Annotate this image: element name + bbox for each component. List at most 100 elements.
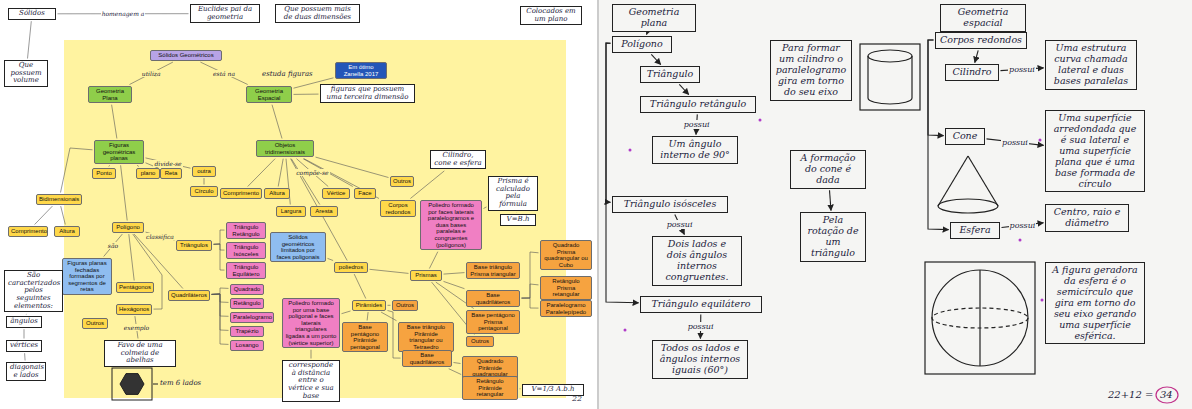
handwritten-box: vértices — [6, 340, 42, 352]
node-text: Outros — [469, 338, 491, 345]
note-label: 22+12 = — [1108, 389, 1153, 400]
handwritten-box: ângulos — [6, 316, 42, 328]
connector — [304, 159, 379, 199]
node-text: corresponde à distância entre o vértice … — [286, 362, 336, 400]
connector — [410, 171, 444, 199]
margin-dots — [624, 119, 1044, 332]
connector — [367, 312, 368, 320]
edge-label: possui — [683, 120, 711, 129]
handwritten-box: Triângulo isósceles — [612, 196, 728, 213]
connector — [516, 212, 517, 213]
node-text: Reta — [163, 170, 179, 177]
handwritten-box: Colocados em um plano — [520, 6, 582, 25]
connector — [651, 54, 660, 64]
node-text: Outros — [395, 302, 415, 309]
definition-box: Sólidos geométricos limitados por faces … — [270, 232, 326, 262]
node-text: Polígono — [115, 224, 141, 231]
connector — [354, 274, 366, 298]
connector — [522, 284, 539, 298]
node-text: figuras que possuem uma terceira dimensã… — [324, 86, 411, 101]
handwritten-box: Cilindro — [945, 64, 999, 81]
node-text: Paralelogramo Paralelepípedo — [543, 302, 589, 315]
concept-box: Quadrado Prisma quadrangular ou Cubo — [540, 240, 592, 270]
handwritten-box: Favo de uma colmeia de abelhas — [104, 340, 176, 367]
hexagon-figure — [112, 368, 158, 400]
node-text: Outros — [85, 320, 105, 327]
connector — [975, 50, 978, 62]
connector — [214, 244, 225, 250]
edge-label: exemplo — [123, 324, 151, 331]
node-text: Poliedro formado por uma base poligonal … — [285, 300, 337, 346]
handwritten-box: Todos os lados e ângulos internos iguais… — [652, 340, 748, 379]
handwritten-box: Triângulo equilátero — [640, 296, 762, 313]
node-text: Pela rotação de um triângulo — [805, 215, 861, 259]
node-text: A formação do cone é dada — [795, 153, 861, 186]
node-text: ângulos — [10, 318, 38, 326]
concept-box: Outros — [466, 336, 494, 347]
node-text: poliedros — [337, 264, 365, 271]
node-text: Corpos redondos — [940, 35, 1022, 46]
edge-label: utiliza — [141, 70, 162, 77]
connector — [294, 94, 319, 95]
connector — [679, 84, 688, 94]
definition-box: Figuras planas fechadas formadas por seg… — [62, 258, 112, 295]
handwritten-box: V=1/3 A.b.h — [522, 384, 584, 396]
node-text: Triângulo Isósceles — [229, 244, 263, 257]
concept-box: Vértice — [322, 188, 350, 199]
node-text: Sólidos Geométricos — [153, 52, 219, 59]
concept-box: Ponto — [92, 168, 116, 179]
connector — [214, 244, 225, 270]
handwritten-box: Uma estrutura curva chamada lateral e du… — [1045, 40, 1137, 90]
concept-box: Comprimento — [220, 188, 262, 199]
handwritten-box: figuras que possuem uma terceira dimensã… — [320, 84, 415, 103]
node-text: Triângulo Retângulo — [229, 224, 263, 237]
node-text: Base quadriláteros — [469, 292, 517, 305]
node-text: Face — [357, 190, 373, 197]
concept-box: Hexágonos — [116, 304, 152, 315]
concept-box: Quadrado — [230, 284, 264, 295]
handwritten-box: corresponde à distância entre o vértice … — [282, 360, 340, 402]
score-circle — [1156, 387, 1178, 403]
concept-box: Largura — [276, 206, 306, 217]
concept-box: Figuras geométricas planas — [94, 140, 144, 164]
node-text: Todos os lados e ângulos internos iguais… — [657, 343, 743, 376]
concept-box: Prismas — [410, 270, 442, 281]
concept-box: Aresta — [310, 206, 338, 217]
node-text: Losango — [233, 342, 261, 349]
connector — [606, 43, 639, 303]
right-page — [599, 0, 1192, 409]
connector — [248, 159, 275, 187]
connector — [61, 148, 93, 193]
node-text: Sólidos geométricos limitados por faces … — [273, 234, 323, 260]
node-text: diagonais e lados — [10, 364, 42, 379]
connector — [830, 190, 832, 210]
edge-label: possui — [1008, 65, 1036, 74]
node-text: Cone — [950, 131, 980, 142]
concept-box: Base quadriláteros — [402, 350, 452, 367]
node-text: Geometria espacial — [945, 7, 1021, 29]
node-text: Altura — [57, 228, 77, 235]
concept-box: outra — [192, 166, 216, 177]
node-text: Vértice — [325, 190, 347, 197]
concept-box: Base triângulo Pirâmide triangular ou Te… — [398, 322, 454, 352]
handwritten-box: Esfera — [950, 222, 1000, 239]
node-text: Comprimento — [11, 228, 45, 235]
title-box: Sólidos Geométricos — [150, 50, 222, 61]
node-text: Trapézio — [233, 328, 261, 335]
node-text: Pirâmides — [355, 302, 383, 309]
connector — [146, 158, 191, 168]
connector — [133, 234, 162, 309]
connector — [130, 62, 173, 84]
node-text: Largura — [279, 208, 303, 215]
node-text: Ponto — [95, 170, 113, 177]
node-text: outra — [195, 168, 213, 175]
node-text: Geometria plana — [617, 7, 691, 29]
connector — [24, 353, 26, 360]
handwritten-box: Centro, raio e diâmetro — [1045, 204, 1129, 232]
connector — [35, 206, 53, 224]
node-text: vértices — [10, 342, 38, 350]
concept-box: Triângulo Isósceles — [226, 242, 266, 259]
node-text: Altura — [267, 190, 287, 197]
